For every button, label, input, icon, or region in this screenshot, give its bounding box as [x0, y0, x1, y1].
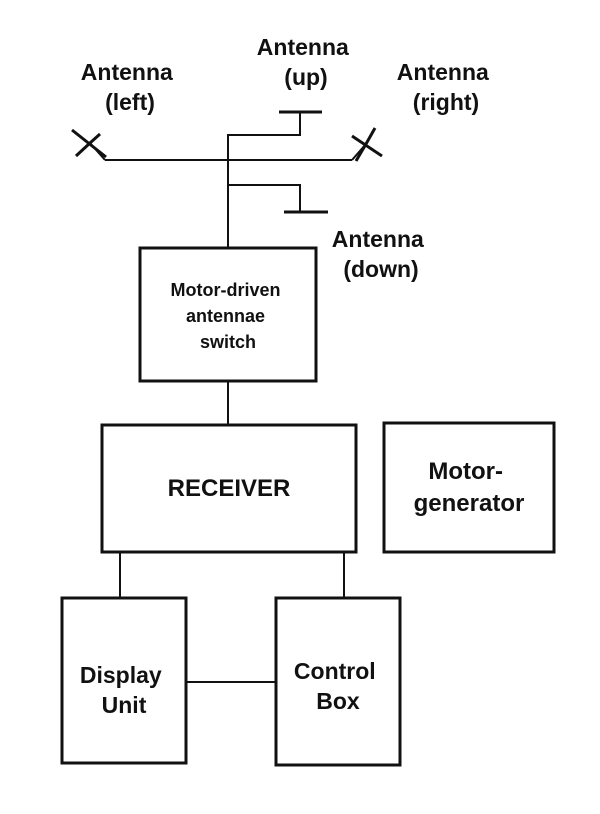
up-antenna-feed	[227, 112, 301, 160]
antenna-left-label: Antenna (left)	[81, 59, 179, 115]
antenna-right-icon	[351, 127, 383, 162]
display-unit-label: Display Unit	[80, 662, 168, 718]
receiver-block: RECEIVER	[100, 423, 358, 554]
switch-label: Motor-driven antennae switch	[170, 280, 285, 352]
motor-driven-antennae-switch-block: Motor-driven antennae switch	[138, 246, 318, 383]
antenna-up-label: Antenna (up)	[257, 34, 355, 90]
antenna-right-label: Antenna (right)	[397, 59, 495, 115]
control-box-block: Control Box	[274, 596, 402, 767]
down-antenna-feed	[228, 184, 301, 212]
antenna-down-label: Antenna (down)	[332, 226, 430, 282]
antenna-wiring	[89, 112, 367, 248]
receiver-label: RECEIVER	[168, 475, 291, 502]
motor-generator-label: Motor- generator	[414, 458, 525, 517]
control-box-label: Control Box	[294, 658, 382, 714]
motor-generator-block: Motor- generator	[382, 421, 556, 554]
antenna-left-icon	[71, 128, 107, 159]
display-unit-block: Display Unit	[60, 596, 188, 765]
block-connections	[119, 381, 345, 683]
